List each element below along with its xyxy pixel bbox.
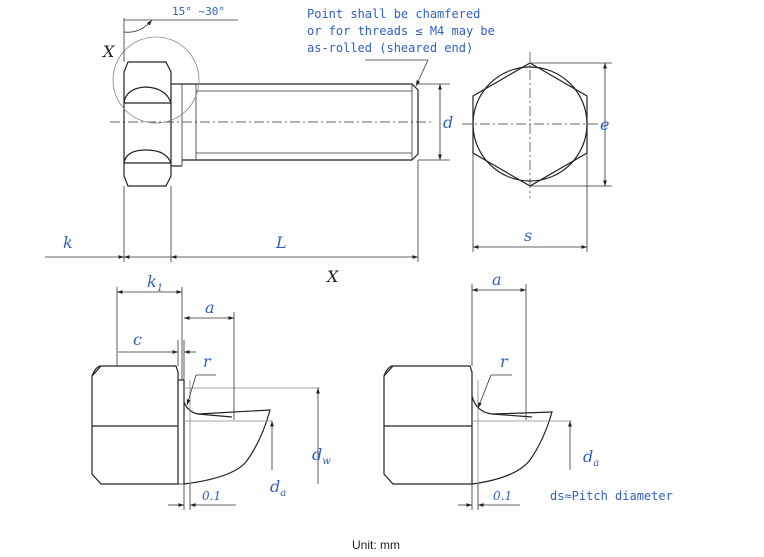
detail-right-fillet xyxy=(471,395,533,418)
bolt-end-view: e s xyxy=(462,52,612,252)
view-x-label: X xyxy=(325,267,339,286)
dw-label: dw xyxy=(312,445,331,467)
chamfer-note-line-3: as-rolled (sheared end) xyxy=(307,41,473,55)
a-left-label: a xyxy=(205,298,215,317)
detail-left-view: k1 c a r dw da 0.1 xyxy=(91,272,331,510)
length-l-label: L xyxy=(275,233,287,252)
r-right-label: r xyxy=(500,352,509,371)
detail-left-break xyxy=(183,409,271,485)
bolt-head-facet-upper xyxy=(123,86,172,104)
bolt-side-view: X 15° ~30° Point shall be chamfered or f… xyxy=(45,5,495,286)
washer-c-label: c xyxy=(133,330,142,349)
diameter-d-label: d xyxy=(443,113,453,132)
k1-label: k1 xyxy=(147,272,163,294)
head-height-k-label: k xyxy=(63,233,73,252)
bolt-head-facet-lower xyxy=(123,149,172,164)
chamfer-note-line-1: Point shall be chamfered xyxy=(307,7,480,21)
detail-right-head xyxy=(383,365,473,485)
detail-x-mark: X xyxy=(101,42,115,61)
detail-x-circle xyxy=(112,36,200,124)
tolerance-right-label: 0.1 xyxy=(493,489,512,503)
pitch-diameter-note: ds≈Pitch diameter xyxy=(550,489,673,503)
detail-left-fillet xyxy=(183,401,233,418)
da-right-label: da xyxy=(583,447,599,469)
bolt-head-outline xyxy=(123,61,172,187)
detail-left-head xyxy=(91,365,179,485)
across-corners-e-label: e xyxy=(600,115,609,134)
r-left-label: r xyxy=(203,352,212,371)
chamfer-note-line-2: or for threads ≤ M4 may be xyxy=(307,24,495,38)
across-flats-s-label: s xyxy=(524,226,532,245)
da-left-label: da xyxy=(270,477,286,499)
tolerance-left-label: 0.1 xyxy=(202,489,221,503)
angle-label: 15° ~30° xyxy=(172,5,225,18)
unit-label: Unit: mm xyxy=(352,538,400,552)
detail-right-view: a r da 0.1 ds≈Pitch diameter xyxy=(383,270,673,510)
detail-right-break xyxy=(471,411,553,485)
a-right-label: a xyxy=(492,270,502,289)
